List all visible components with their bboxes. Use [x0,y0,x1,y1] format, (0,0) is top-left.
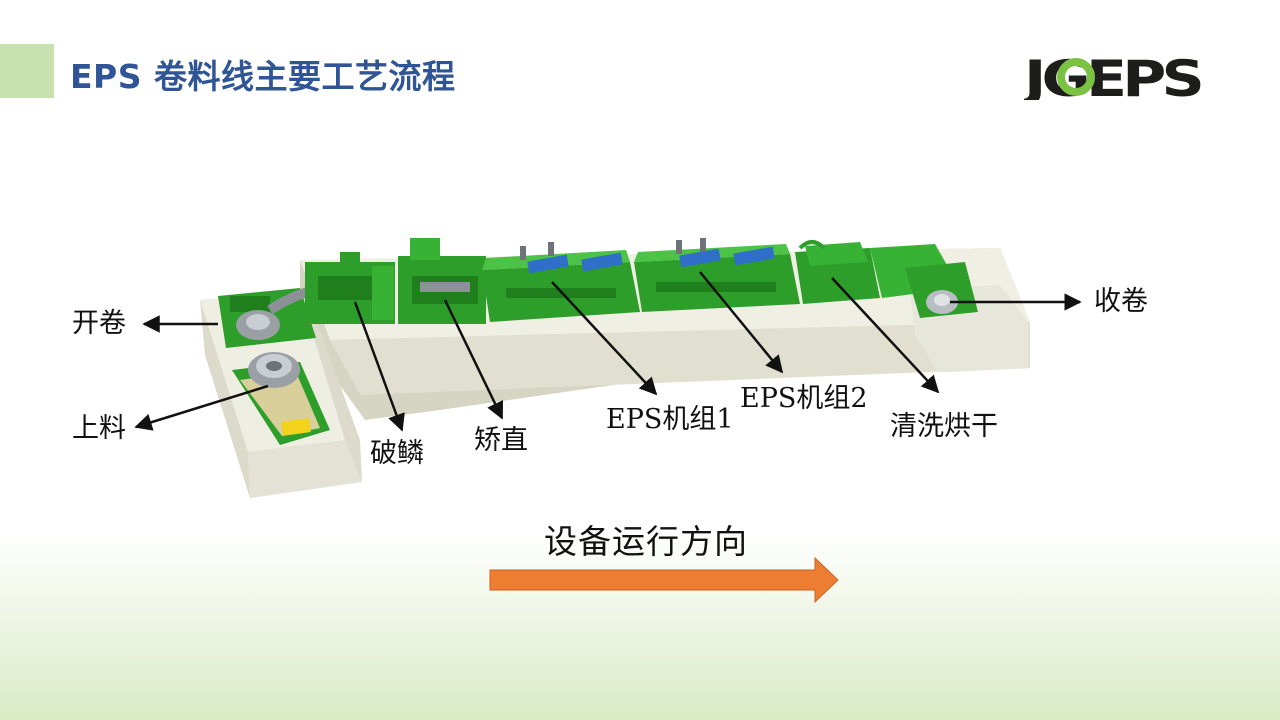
page-title: EPS 卷料线主要工艺流程 [70,57,456,96]
title-accent-bar [0,44,54,98]
label-uncoil: 开卷 [72,308,126,339]
loading-pointer [134,384,269,431]
straighten-pointer [443,299,504,420]
eps-unit-2-machine [634,238,800,312]
direction-arrow [489,556,839,604]
eps-unit-1-machine [482,242,640,322]
label-eps1: EPS机组1 [606,404,734,435]
logo-g-ring [1057,58,1095,96]
label-descale: 破鳞 [370,438,424,469]
label-wash-dry: 清洗烘干 [890,411,998,442]
label-recoil: 收卷 [1094,286,1148,317]
label-straighten: 矫直 [474,425,528,456]
wash-dry-pointer [831,277,940,394]
label-eps2: EPS机组2 [740,383,868,414]
descale-pointer [353,301,405,432]
eps1-pointer [551,281,658,396]
recoiler-machine [905,262,978,318]
eps2-pointer [699,271,784,374]
company-logo: JGEPS [1024,54,1202,100]
svg-text:JGEPS: JGEPS [1024,54,1201,100]
label-loading: 上料 [72,413,126,444]
straightener-machine [398,238,486,324]
logo-text: JGEPS [1024,54,1201,100]
descaler-machine [305,252,395,324]
direction-label: 设备运行方向 [544,522,748,561]
